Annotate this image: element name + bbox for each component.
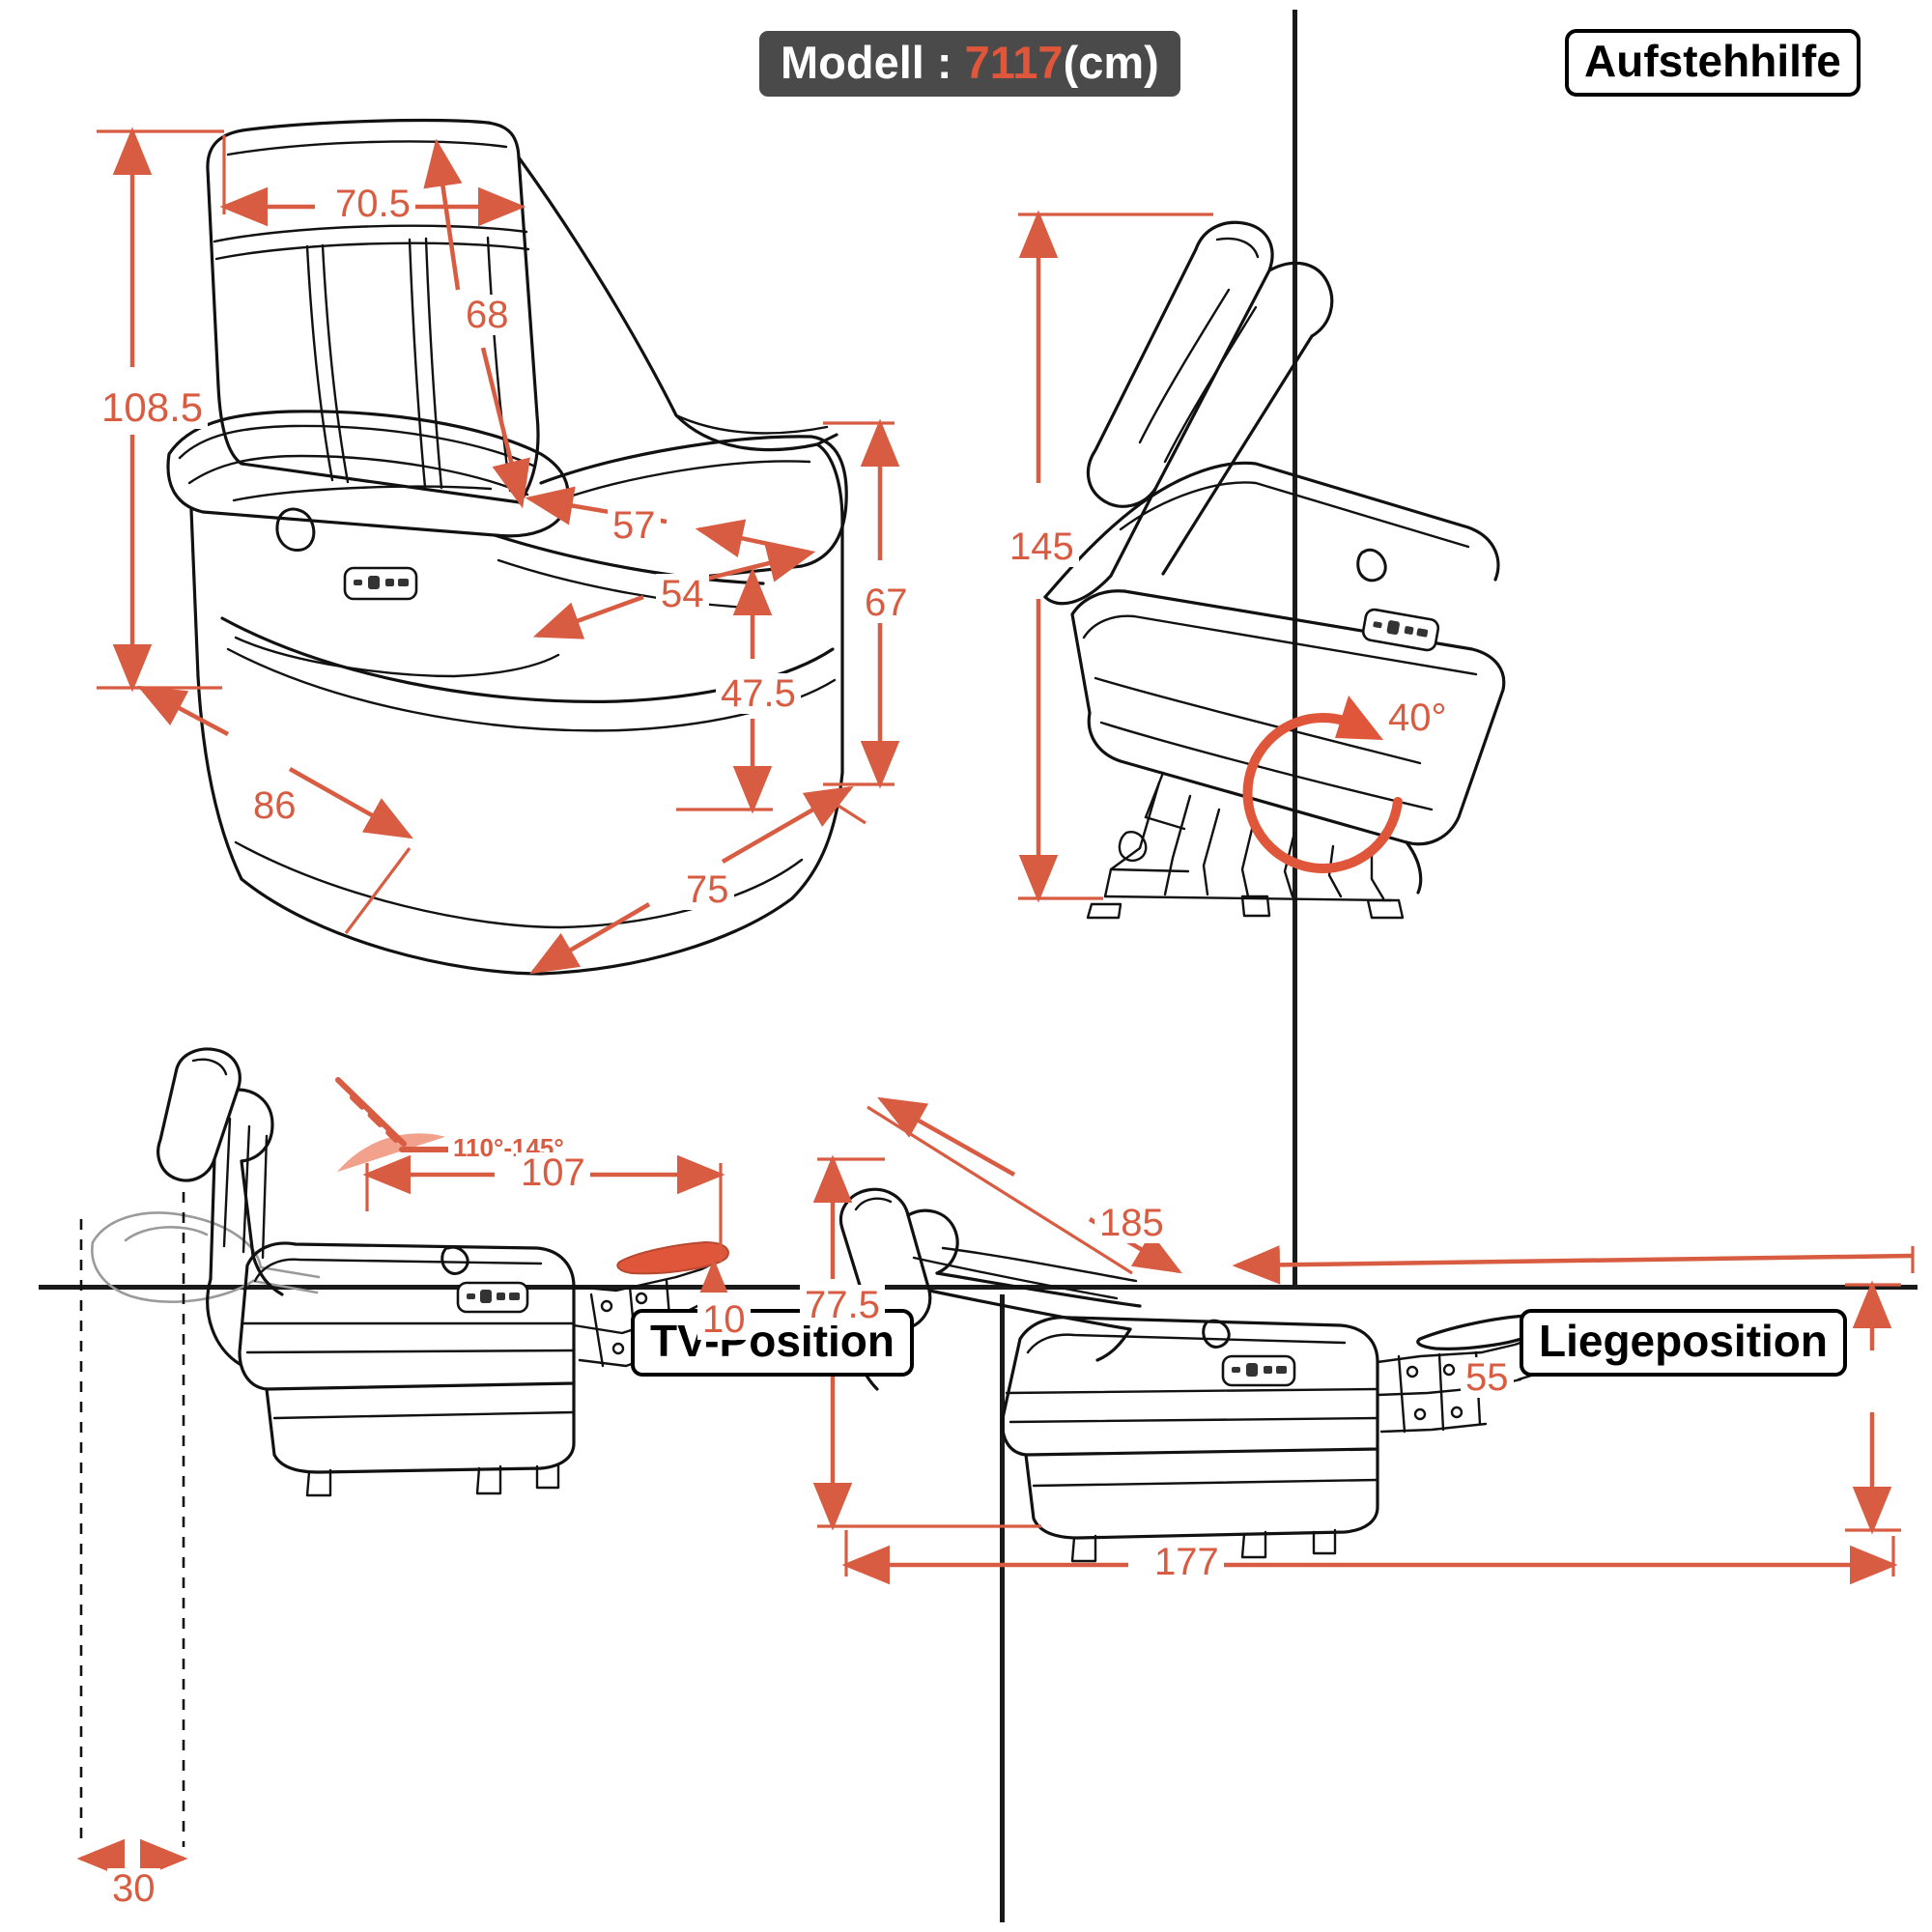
dim-overall-depth: 86: [248, 785, 301, 826]
remote-control-icon-lift: [1361, 608, 1440, 652]
dim-recline-length: 185: [1094, 1203, 1169, 1243]
dim-recline-seat-h: 55: [1461, 1357, 1514, 1398]
dim-recline-height: 77.5: [800, 1285, 885, 1325]
remote-control-icon-recline: [1221, 1354, 1296, 1387]
dim-backrest-height: 68: [461, 295, 514, 335]
main-chair-drawing: [97, 118, 900, 976]
heading-aufstehhilfe: Aufstehhilfe: [1565, 29, 1861, 97]
remote-control-icon: [343, 566, 418, 601]
dim-recline-base-length: 177: [1150, 1542, 1224, 1582]
dim-lift-height: 145: [1005, 526, 1079, 567]
dim-tv-wall-gap: 30: [107, 1868, 160, 1909]
dim-base-width: 75: [681, 869, 734, 910]
dim-tv-footrest-h: 10: [697, 1299, 751, 1340]
divider-vertical-top: [1293, 10, 1297, 1285]
lift-chair-drawing: [1018, 210, 1506, 920]
dim-tv-length: 107: [516, 1152, 590, 1193]
dim-seat-depth-diag: 57: [608, 505, 661, 546]
heading-tv-position: TV-Position: [631, 1309, 914, 1377]
model-unit: (cm): [1063, 37, 1159, 88]
model-title-badge: Modell : 7117(cm): [759, 31, 1180, 97]
model-number: 7117: [964, 37, 1064, 88]
dim-height-total: 108.5: [97, 386, 209, 429]
dim-arm-height: 67: [860, 582, 913, 623]
dim-seat-width: 54: [656, 574, 709, 614]
divider-horizontal: [39, 1285, 1918, 1290]
heading-liegeposition: Liegeposition: [1520, 1309, 1847, 1377]
tv-chair-drawing: [76, 1047, 729, 1879]
dim-lift-angle: 40°: [1383, 697, 1452, 738]
divider-vertical-bottom: [1000, 1294, 1005, 1922]
dim-backrest-width: 70.5: [330, 184, 415, 224]
dim-seat-height: 47.5: [716, 673, 801, 714]
model-title-prefix: Modell :: [781, 37, 965, 88]
